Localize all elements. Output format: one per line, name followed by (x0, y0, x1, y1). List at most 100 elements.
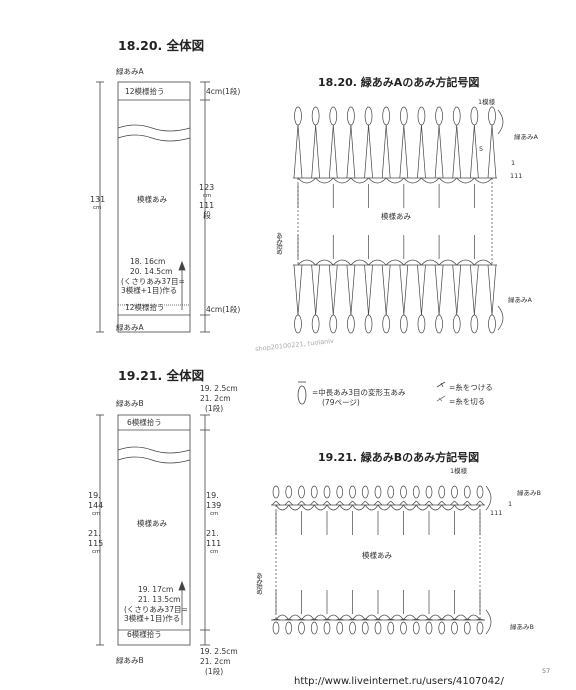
stitch-stem (474, 264, 479, 316)
puff-stitch (400, 621, 407, 635)
legend-stitch-text: =中長あみ3目の変形玉あみ (312, 388, 406, 397)
stitch-stem (456, 264, 462, 316)
chain-arc (364, 504, 379, 511)
chain-arc (339, 504, 353, 511)
stitch-stem (385, 264, 391, 316)
chain-arc (275, 504, 290, 511)
stitch-stem (314, 500, 319, 506)
top-band-lower: 12模様拾う (125, 303, 165, 312)
chain-arc (339, 614, 353, 621)
puff-stitch (364, 314, 373, 334)
puff-stitch-icon (297, 385, 307, 405)
puff-stitch (470, 314, 479, 334)
puff-stitch (476, 621, 484, 635)
top-left-dim-unit: cm (93, 205, 102, 211)
chart-b-111: 111 (490, 509, 503, 517)
puff-stitch (425, 621, 433, 635)
puff-stitch (298, 485, 305, 499)
chart-b-side-label-upper: 緑あみB (517, 489, 541, 497)
bottom-width-note-4: 3模様+1目)作る (124, 614, 181, 623)
top-panel-outline (117, 81, 191, 333)
puff-stitch (374, 621, 382, 635)
stitch-stem (470, 124, 475, 179)
bottom-width-note-3: (くさりあみ37目= (124, 605, 188, 614)
stitch-stem (322, 500, 328, 506)
legend-cut-text: =糸を切る (449, 397, 486, 406)
cut-yarn-icon (436, 395, 446, 402)
puff-stitch (349, 621, 356, 635)
stitch-stem (399, 264, 405, 316)
stitch-stem (487, 264, 493, 316)
stitch-stem (368, 264, 373, 316)
chain-arc (275, 614, 290, 621)
chain-arc (456, 259, 475, 266)
stitch-stem (346, 124, 352, 179)
stitch-stem (332, 124, 338, 179)
puff-stitch (364, 106, 373, 126)
puff-stitch (361, 485, 369, 499)
top-band-upper: 12模様拾う (125, 87, 165, 96)
bottom-bottom-edge-2: 21. 2cm (200, 657, 231, 666)
puff-stitch (412, 485, 420, 499)
bottom-diagram-title: 19.21. 全体図 (118, 368, 205, 383)
puff-stitch (311, 106, 320, 126)
chart-a-five: 5 (479, 145, 484, 153)
puff-stitch (470, 106, 479, 126)
puff-stitch (451, 621, 458, 635)
stitch-stem (385, 124, 391, 179)
chain-arc (297, 259, 316, 266)
stitch-stem (297, 124, 303, 179)
stitch-stem (311, 124, 316, 179)
puff-stitch (310, 485, 318, 499)
chart-a-start: あみ始め (274, 232, 283, 254)
puff-stitch (488, 106, 496, 126)
bottom-width-note-2: 21. 13.5cm (138, 595, 181, 604)
chain-arc (313, 614, 328, 621)
legend-attach-text: =糸をつける (449, 383, 493, 392)
chain-arc (441, 504, 455, 511)
stitch-stem (441, 500, 446, 506)
puff-stitch (488, 314, 496, 334)
chain-arc (441, 614, 455, 621)
puff-stitch (285, 485, 293, 499)
puff-stitch (412, 621, 420, 635)
chain-arc (438, 259, 457, 266)
stitch-stem (339, 500, 344, 506)
chain-arc (390, 504, 404, 511)
puff-stitch (438, 621, 446, 635)
chain-arc (415, 614, 430, 621)
stitch-stem (381, 124, 387, 179)
chart-b-start: あみ始め (254, 572, 263, 594)
chart-b-center: 模様あみ (362, 551, 392, 560)
chart-a-side-label-upper: 緑あみA (514, 133, 538, 141)
page-number: 57 (542, 667, 551, 675)
chain-arc (315, 177, 334, 184)
stitch-stem (463, 500, 468, 506)
chain-arc (403, 504, 417, 511)
top-diagram-title: 18.20. 全体図 (118, 38, 205, 53)
puff-stitch (463, 485, 471, 499)
chain-arc (368, 177, 387, 184)
chain-arc (377, 504, 392, 511)
chain-arc (352, 614, 366, 621)
top-width-note-3: (くさりあみ37目= (121, 277, 185, 286)
stitch-stem (479, 618, 485, 621)
puff-stitch (451, 485, 458, 499)
chain-arc (428, 504, 443, 511)
chain-arc (326, 614, 341, 621)
stitch-stem (328, 264, 334, 316)
puff-stitch (387, 621, 395, 635)
chain-arc (377, 614, 392, 621)
bottom-label-upper: 緑あみB (116, 399, 144, 408)
chart-a-center: 模様あみ (381, 212, 411, 221)
top-width-note-4: 3模様+1目)作る (121, 286, 178, 295)
chain-arc (390, 614, 404, 621)
stitch-stem (475, 500, 481, 506)
chart-b-side-label-lower: 緑あみB (510, 623, 534, 631)
stitch-stem (368, 124, 373, 179)
puff-stitch (323, 485, 331, 499)
top-edge-top: 4cm(1段) (206, 87, 241, 96)
stitch-stem (284, 500, 289, 506)
top-edge-bottom: 4cm(1段) (206, 305, 241, 314)
